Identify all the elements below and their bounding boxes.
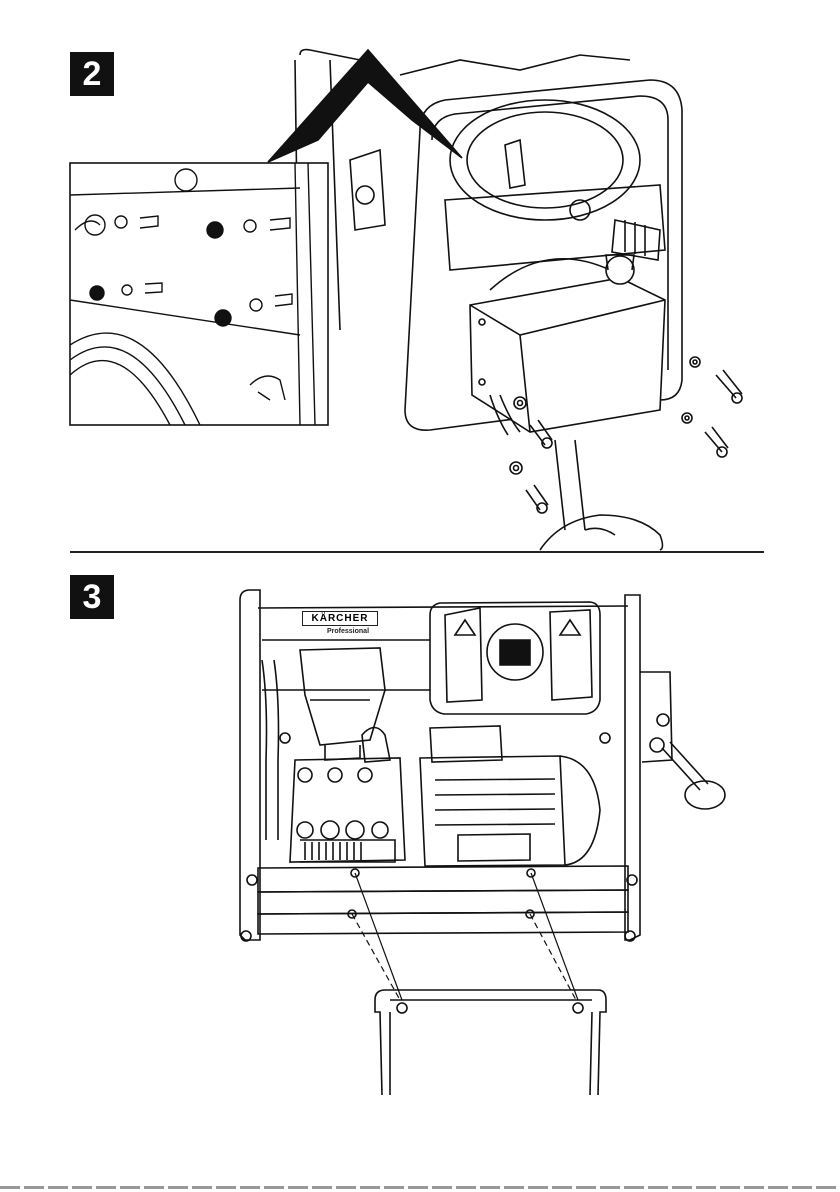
- brand-subtitle: Professional: [327, 628, 369, 635]
- brand-logo: KÄRCHER: [302, 611, 378, 626]
- page-edge-marks: [0, 1186, 840, 1189]
